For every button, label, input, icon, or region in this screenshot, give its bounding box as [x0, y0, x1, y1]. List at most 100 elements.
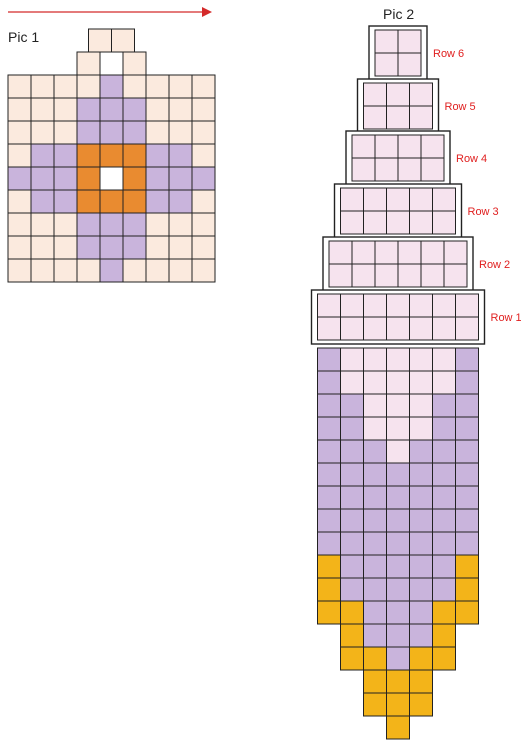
pic2-body-cell — [410, 348, 433, 371]
pic2-body-cell — [364, 486, 387, 509]
row-panel-cell — [375, 135, 398, 158]
pic1-cell — [146, 259, 169, 282]
pic2-body-cell — [387, 371, 410, 394]
pic2-body-cell — [456, 555, 479, 578]
pic1-cell — [77, 236, 100, 259]
pic2-body-cell — [341, 348, 364, 371]
pic2-body-cell — [341, 601, 364, 624]
pic1-cell — [169, 98, 192, 121]
pic2-body-cell — [410, 693, 433, 716]
pic2-body-cell — [433, 348, 456, 371]
pic2-body-cell — [318, 486, 341, 509]
pic2-body-cell — [433, 509, 456, 532]
pic1-top-cell — [112, 29, 135, 52]
row-panel-cell — [341, 317, 364, 340]
row-label: Row 5 — [445, 101, 476, 113]
pic2-body-cell — [433, 486, 456, 509]
pic2-body-cell — [456, 509, 479, 532]
row-panel-cell — [364, 317, 387, 340]
pic1-cell — [31, 121, 54, 144]
pic1-cell — [8, 121, 31, 144]
pic2-body-cell — [387, 417, 410, 440]
row-panel-cell — [421, 135, 444, 158]
row-panel-cell — [364, 294, 387, 317]
pic1-top-cell — [100, 52, 123, 75]
pic2-body-cell — [456, 394, 479, 417]
pic2-body-cell — [410, 371, 433, 394]
pic1-cell — [77, 98, 100, 121]
pic1-cell — [100, 98, 123, 121]
pic2-body-cell — [456, 440, 479, 463]
pic1-cell — [123, 144, 146, 167]
pic1-cell — [146, 167, 169, 190]
pic1-cell — [100, 121, 123, 144]
pic1-cell — [8, 213, 31, 236]
row-panel-cell — [398, 135, 421, 158]
row-panel-cell — [410, 294, 433, 317]
pic1-cell — [123, 121, 146, 144]
pic2-body-cell — [341, 371, 364, 394]
row-panel-cell — [433, 211, 456, 234]
pic2-body-cell — [364, 601, 387, 624]
row-panel-cell — [410, 317, 433, 340]
row-panel-cell — [375, 241, 398, 264]
row-panel-cell — [375, 158, 398, 181]
pic2-body-cell — [341, 394, 364, 417]
pic2-body-cell — [410, 532, 433, 555]
pic1-cell — [31, 75, 54, 98]
row-label: Row 1 — [491, 312, 521, 324]
pic1-cell — [100, 167, 123, 190]
pic2-body-cell — [341, 417, 364, 440]
pic1-cell — [123, 190, 146, 213]
pic2-body-cell — [318, 601, 341, 624]
pic2-body-cell — [318, 532, 341, 555]
pic2-body-cell — [456, 348, 479, 371]
row-panel-cell — [387, 188, 410, 211]
pic2-body-cell — [387, 578, 410, 601]
pic1-cell — [123, 236, 146, 259]
pic2-body-cell — [433, 647, 456, 670]
row-panel-cell — [318, 317, 341, 340]
pic2-body-cell — [456, 417, 479, 440]
row-panel-cell — [444, 264, 467, 287]
pic2-body-cell — [364, 670, 387, 693]
pic2-body-cell — [387, 716, 410, 739]
pic2-body-cell — [341, 624, 364, 647]
row-panel-cell — [375, 30, 398, 53]
row-panel-cell — [352, 241, 375, 264]
pic2-body-cell — [433, 601, 456, 624]
row-panel-cell — [421, 158, 444, 181]
pic2-body-cell — [341, 509, 364, 532]
row-panel-cell — [364, 83, 387, 106]
pic1-cell — [77, 213, 100, 236]
pic2-body-cell — [410, 486, 433, 509]
pic1-cell — [123, 213, 146, 236]
row-panel-cell — [387, 106, 410, 129]
pic1-cell — [77, 259, 100, 282]
pic1-cell — [54, 190, 77, 213]
pic1-cell — [169, 259, 192, 282]
pic1-cell — [100, 213, 123, 236]
pic1-cell — [8, 190, 31, 213]
pic2-body-cell — [341, 440, 364, 463]
pic1-cell — [100, 190, 123, 213]
pic2-body-cell — [341, 578, 364, 601]
pic1-top-cell — [77, 52, 100, 75]
pic2-body-cell — [318, 555, 341, 578]
pic1-cell — [169, 213, 192, 236]
row-label: Row 4 — [456, 153, 487, 165]
pic1-cell — [146, 236, 169, 259]
row-panel-cell — [433, 188, 456, 211]
pic1-cell — [100, 236, 123, 259]
pic2-body-cell — [433, 371, 456, 394]
row-panel-cell — [364, 188, 387, 211]
pic2-body-cell — [318, 578, 341, 601]
row-panel-cell — [433, 294, 456, 317]
pic1-cell — [31, 144, 54, 167]
row-label: Row 2 — [479, 259, 510, 271]
row-panel-cell — [375, 264, 398, 287]
pic2-body-cell — [318, 394, 341, 417]
pic1-top-cell — [123, 52, 146, 75]
pic1-cell — [54, 144, 77, 167]
